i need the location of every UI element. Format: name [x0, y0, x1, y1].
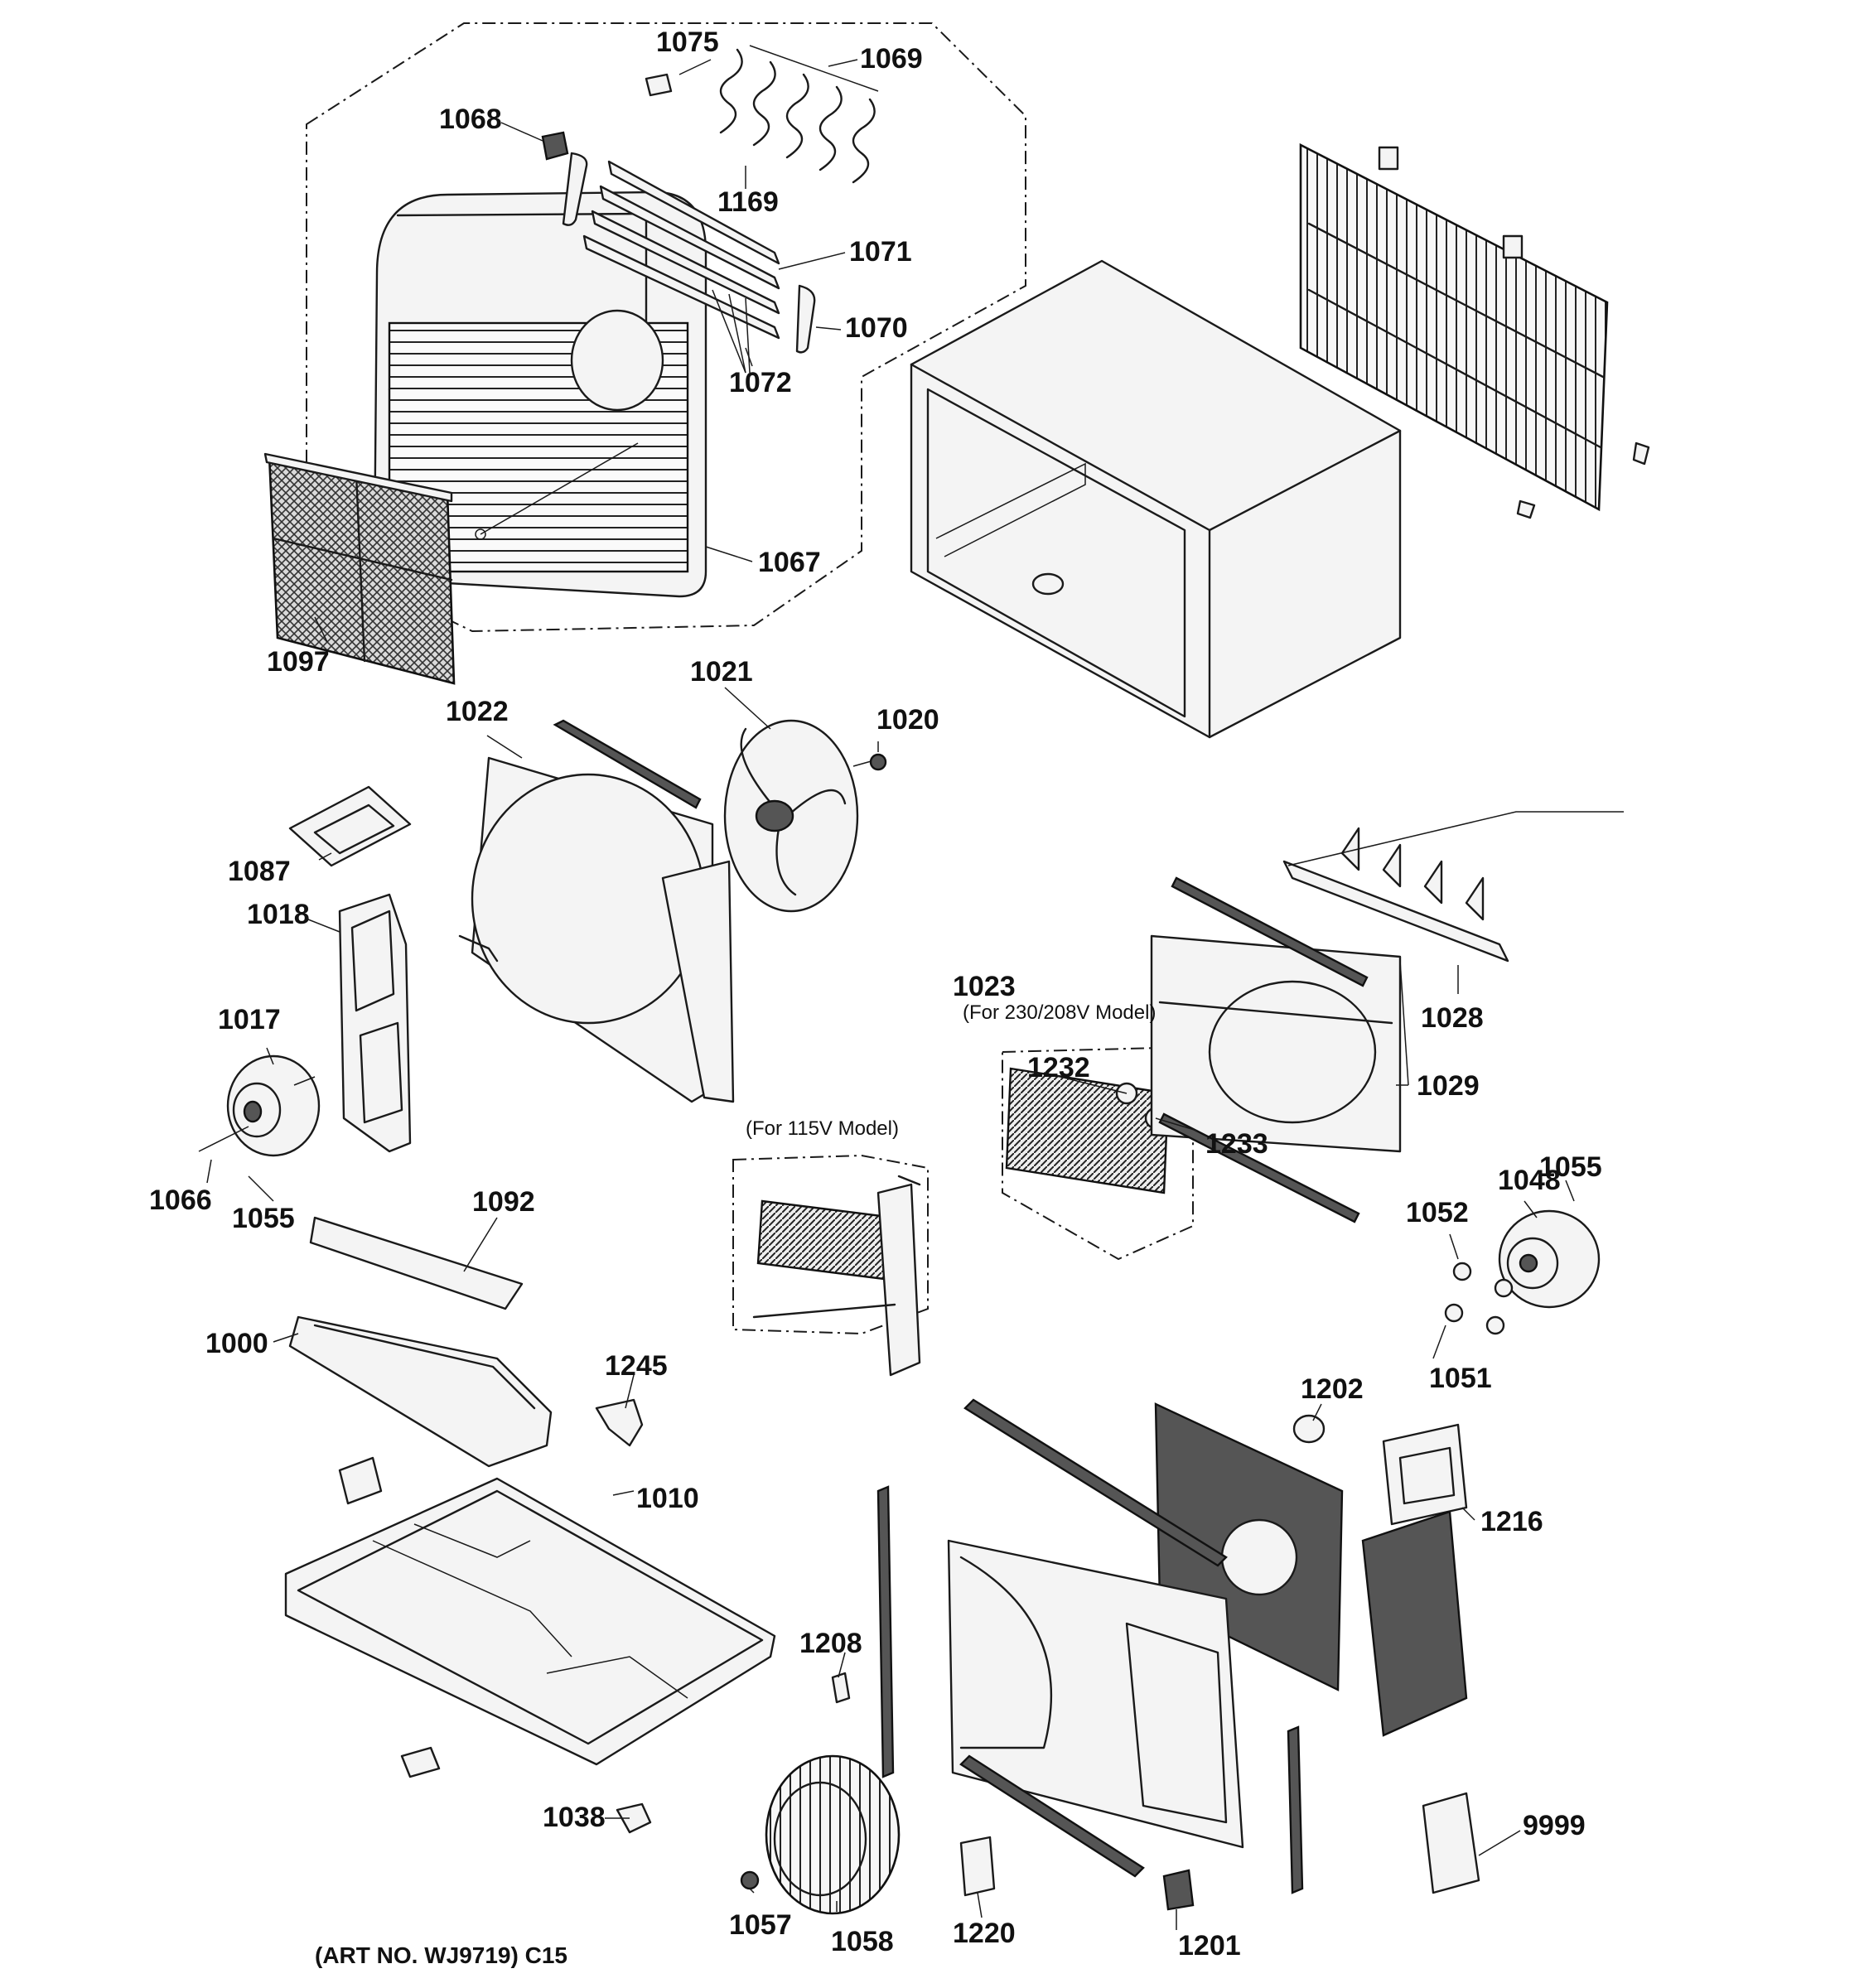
capacitor-1201	[1162, 1869, 1195, 1911]
part-label: 1017	[218, 1004, 281, 1035]
part-label: 1029	[1417, 1070, 1480, 1102]
louver-side-bracket-left	[562, 152, 588, 226]
part-label: 1072	[729, 367, 792, 398]
part-label: 9999	[1523, 1810, 1586, 1841]
part-label: 1169	[717, 186, 779, 218]
seal-strip-vertical-left	[876, 1485, 895, 1778]
part-label: 1075	[656, 27, 719, 58]
part-label: 1010	[636, 1483, 699, 1514]
part-label: 1208	[799, 1628, 862, 1659]
part-label: 1232	[1027, 1052, 1090, 1083]
seal-strip-top	[963, 1398, 1228, 1567]
wavy-vanes	[719, 45, 879, 184]
part-label: 1097	[267, 646, 330, 678]
part-label: 1071	[849, 236, 912, 268]
part-label: 1202	[1301, 1373, 1364, 1405]
part-label: 1018	[247, 899, 310, 930]
part-label: 1021	[690, 656, 753, 688]
part-label: 1000	[205, 1328, 268, 1359]
drain-tray-group	[288, 1216, 644, 1468]
part-label: 1087	[228, 856, 291, 887]
clip-1038	[616, 1802, 652, 1834]
gasket-1220	[959, 1836, 996, 1897]
part-label: 1216	[1480, 1506, 1543, 1537]
clip-1068	[541, 131, 569, 161]
part-label: 1057	[729, 1909, 792, 1941]
drain-fitting	[400, 1746, 441, 1778]
louver-side-bracket-right	[795, 284, 816, 354]
seal-strip-bottom	[959, 1754, 1145, 1878]
bracket-1208	[831, 1672, 851, 1704]
part-label: 1067	[758, 547, 821, 578]
blower-housing	[876, 1398, 1304, 1894]
part-label: 1055	[232, 1203, 295, 1234]
part-label: 1020	[876, 704, 939, 736]
fan-shroud	[458, 719, 735, 1103]
blower-wheel	[740, 1754, 901, 1915]
leader-lines	[206, 59, 1575, 1930]
bushing-1202	[1292, 1414, 1326, 1444]
condenser-fan-blade	[723, 719, 887, 913]
model-note-115v: (For 115V Model)	[746, 1117, 899, 1140]
manual-9999	[1422, 1792, 1480, 1894]
part-label: 1038	[543, 1802, 606, 1833]
air-filter	[263, 452, 456, 685]
part-label: 1220	[953, 1918, 1016, 1949]
cabinet	[910, 259, 1402, 739]
nut-1057	[740, 1870, 760, 1890]
bracket-1245	[595, 1398, 644, 1447]
seal-strip-vertical-right	[1287, 1725, 1304, 1894]
part-label: 1201	[1178, 1930, 1241, 1961]
part-label: 1028	[1421, 1002, 1484, 1034]
part-label: 1233	[1205, 1128, 1268, 1160]
part-label: 1048	[1498, 1165, 1561, 1196]
part-label: 1070	[845, 312, 908, 344]
part-label: 1092	[472, 1186, 535, 1218]
seal-strip-upper	[1171, 876, 1369, 987]
clip-1075	[645, 73, 673, 97]
nut-1020	[869, 753, 887, 771]
part-label: 1245	[605, 1350, 668, 1382]
thermostat-bracket	[338, 1456, 383, 1505]
part-label: 1051	[1429, 1363, 1492, 1394]
seal-strip-1022	[553, 719, 702, 809]
model-note-230v: (For 230/208V Model)	[963, 1001, 1156, 1024]
part-label: 1068	[439, 104, 502, 135]
louver-blades	[582, 160, 780, 374]
part-labels: 1075 1069 1068 1169 1071 1070 1072 1067 …	[149, 27, 1602, 1961]
rear-grille	[1299, 142, 1650, 519]
base-pan	[284, 1456, 776, 1778]
heater-115v-group	[732, 1154, 929, 1377]
part-label: 1055	[1539, 1151, 1602, 1183]
part-label: 1052	[1406, 1197, 1469, 1228]
coil-frame-group	[1150, 876, 1409, 1223]
part-label: 1058	[831, 1926, 894, 1957]
part-label: 1022	[446, 696, 509, 727]
part-label: 1066	[149, 1185, 212, 1216]
partition-bracket	[1282, 811, 1624, 963]
part-label: 1023	[953, 971, 1016, 1002]
blower-motor-group	[1444, 1209, 1601, 1335]
art-number: (ART NO. WJ9719) C15	[315, 1942, 567, 1968]
part-label: 1069	[860, 43, 923, 75]
motor-mount-group	[198, 785, 412, 1157]
